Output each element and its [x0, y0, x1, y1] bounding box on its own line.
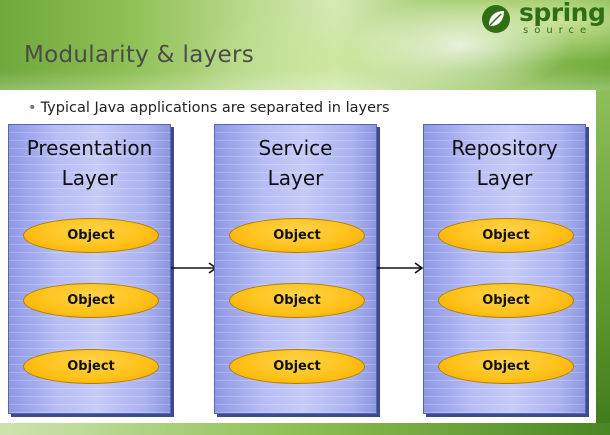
- layer-title: Service Layer: [258, 136, 333, 190]
- object-node: Object: [23, 349, 159, 384]
- repository-layer-box: Repository Layer Object Object Object: [423, 124, 586, 414]
- springsource-logo: spring source: [481, 0, 609, 40]
- logo-subtext: source: [523, 25, 593, 36]
- object-node: Object: [229, 218, 365, 253]
- object-node: Object: [438, 218, 574, 253]
- object-node: Object: [23, 218, 159, 253]
- logo-wordmark: spring: [519, 0, 606, 27]
- object-node: Object: [229, 283, 365, 318]
- right-decoration: [596, 90, 610, 435]
- presentation-layer-box: Presentation Layer Object Object Object: [8, 124, 171, 414]
- object-node: Object: [438, 349, 574, 384]
- page-title: Modularity & layers: [24, 42, 254, 68]
- service-layer-box: Service Layer Object Object Object: [214, 124, 377, 414]
- bullet-dot-icon: •: [28, 100, 37, 116]
- object-node: Object: [229, 349, 365, 384]
- object-node: Object: [23, 283, 159, 318]
- arrow-presentation-to-service: [171, 262, 218, 274]
- layer-title: Repository Layer: [451, 136, 558, 190]
- layer-title: Presentation Layer: [26, 136, 153, 190]
- bottom-decoration: [0, 423, 610, 435]
- bullet-item: •Typical Java applications are separated…: [28, 100, 390, 116]
- arrow-service-to-repository: [377, 262, 424, 274]
- object-node: Object: [438, 283, 574, 318]
- bullet-text: Typical Java applications are separated …: [40, 100, 390, 116]
- leaf-icon: [482, 5, 510, 33]
